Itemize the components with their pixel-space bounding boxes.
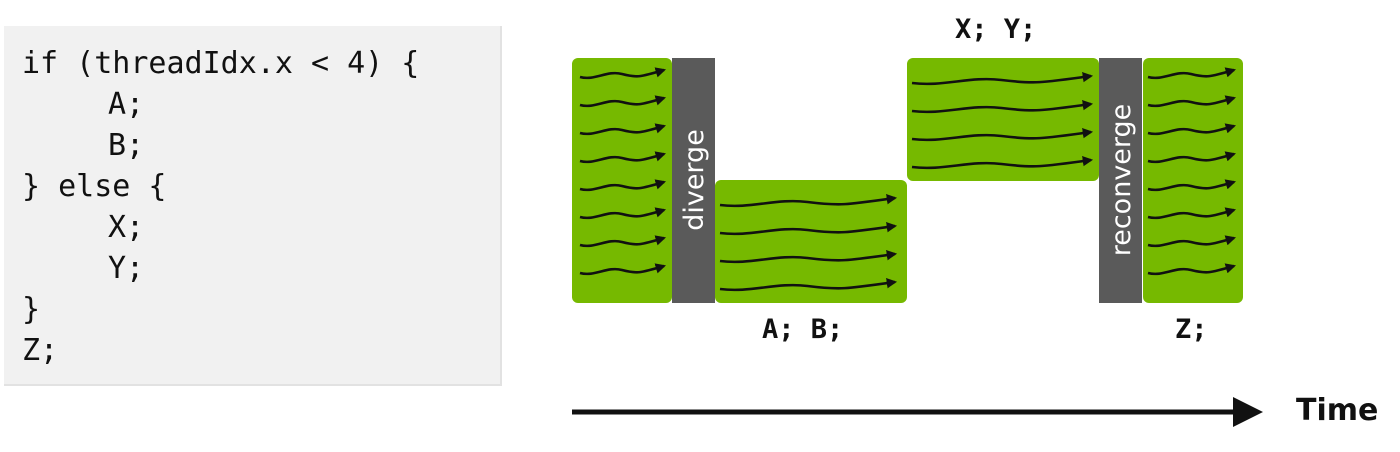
code-line: A; [108,87,145,122]
thread-block-after-reconverge [1143,58,1243,303]
thread-arrow [579,67,666,80]
thread-block-before-diverge [572,58,672,303]
thread-arrow [579,179,666,192]
label-z: Z; [1175,314,1208,345]
code-line: X; [108,210,145,245]
thread-arrow [1147,235,1236,248]
thread-block-xy [907,58,1099,181]
thread-arrows-after-reconverge [1147,67,1236,276]
thread-arrow [719,278,898,292]
diverge-text: diverge [679,129,710,231]
thread-arrow [911,156,1094,170]
thread-arrow [719,222,898,236]
thread-arrow [1147,123,1236,136]
thread-arrow [579,207,666,220]
code-line: if (threadIdx.x < 4) { [22,46,420,81]
code-line: B; [108,128,145,163]
thread-arrow [719,250,898,264]
thread-block-ab [715,180,907,303]
code-line: } else { [22,169,167,204]
thread-arrow [1147,151,1236,164]
thread-arrow [1147,179,1236,192]
thread-arrow [911,100,1094,114]
thread-arrow [911,128,1094,142]
thread-arrows-xy [911,72,1094,170]
thread-arrow [719,194,898,208]
thread-arrow [1147,207,1236,220]
reconverge-bar [1099,58,1142,303]
thread-arrows-before-diverge [579,67,666,276]
thread-arrow [579,235,666,248]
code-line: Y; [108,251,145,286]
thread-arrow [1147,67,1236,80]
thread-arrow [579,263,666,276]
thread-arrow [579,151,666,164]
label-xy: X; Y; [955,14,1037,45]
code-panel: if (threadIdx.x < 4) { A; B; } else { X;… [4,26,502,386]
diverge-bar [672,58,715,303]
code-line: Z; [22,333,59,368]
thread-arrow [1147,95,1236,108]
thread-arrow [579,95,666,108]
time-label: Time [1296,393,1379,428]
thread-arrow [579,123,666,136]
label-ab: A; B; [762,314,844,345]
thread-arrow [911,72,1094,86]
thread-arrow [1147,263,1236,276]
thread-arrows-ab [719,194,898,292]
reconverge-text: reconverge [1106,104,1137,257]
code-line: } [22,292,41,327]
